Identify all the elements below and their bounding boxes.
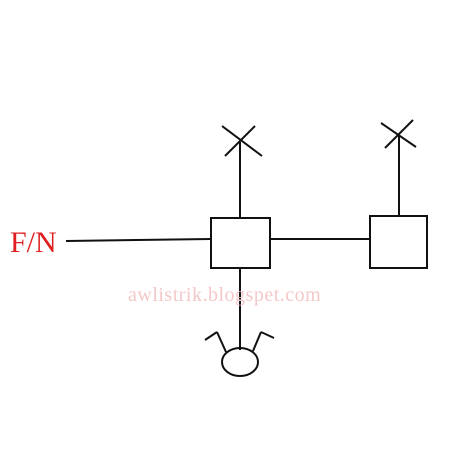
- junction-box-2: [369, 215, 428, 269]
- cross-lamp-icon: [221, 125, 263, 157]
- supply-line: [65, 238, 212, 242]
- junction-box-1: [210, 217, 271, 269]
- supply-label: F/N: [10, 226, 57, 259]
- cross-lamp-icon: [380, 119, 417, 149]
- watermark-text: awlistrik.blogspet.com: [128, 284, 321, 306]
- double-switch-icon: [204, 331, 275, 377]
